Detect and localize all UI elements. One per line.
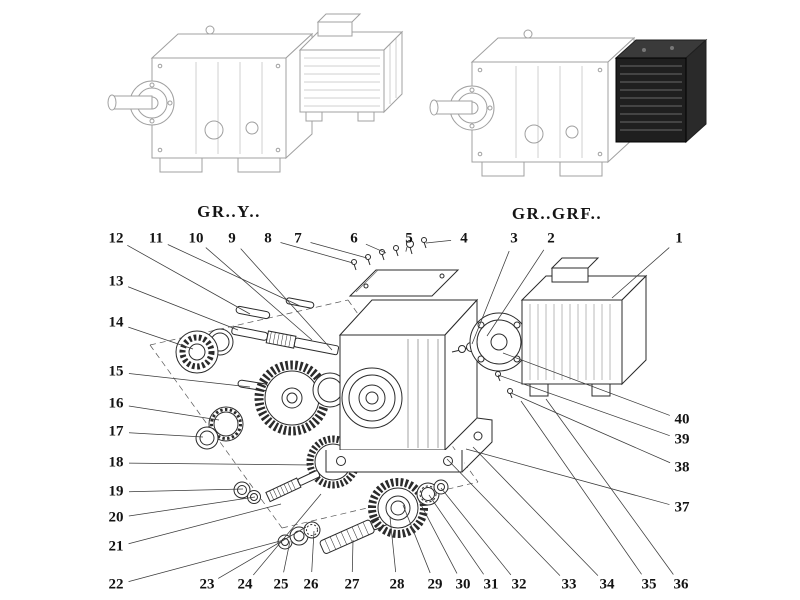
- callout-16: 16: [109, 395, 125, 411]
- intermediate-gear-parts: [195, 360, 361, 504]
- leader-line-33: [446, 458, 561, 576]
- callout-10: 10: [189, 230, 204, 246]
- callout-25: 25: [274, 576, 289, 592]
- callout-37: 37: [675, 499, 691, 515]
- callout-3: 3: [510, 230, 518, 246]
- leader-line-35: [520, 400, 642, 575]
- callout-2: 2: [547, 230, 555, 246]
- callout-28: 28: [390, 576, 405, 592]
- leader-line-16: [128, 405, 220, 421]
- callout-24: 24: [238, 576, 254, 592]
- leader-line-20: [128, 496, 256, 517]
- callout-19: 19: [109, 483, 124, 499]
- leader-line-15: [128, 373, 251, 388]
- callout-33: 33: [562, 576, 577, 592]
- callout-36: 36: [674, 576, 690, 592]
- leader-line-39: [497, 374, 670, 437]
- callout-40: 40: [675, 411, 690, 427]
- callout-21: 21: [109, 538, 124, 554]
- callout-30: 30: [456, 576, 471, 592]
- motor-assembly: [451, 257, 648, 399]
- callout-4: 4: [460, 230, 468, 246]
- leader-line-30: [416, 496, 458, 574]
- leader-line-34: [472, 446, 599, 576]
- callout-20: 20: [109, 509, 124, 525]
- callout-39: 39: [675, 431, 690, 447]
- callout-9: 9: [228, 230, 236, 246]
- callout-23: 23: [200, 576, 215, 592]
- leader-line-13: [127, 286, 239, 331]
- callout-1: 1: [675, 230, 683, 246]
- leader-line-1: [611, 247, 670, 299]
- leader-line-32: [440, 487, 512, 576]
- callout-5: 5: [405, 230, 413, 246]
- callout-12: 12: [109, 230, 124, 246]
- output-shaft-parts: [277, 478, 449, 554]
- leader-line-23: [218, 526, 307, 579]
- leader-line-5: [405, 246, 408, 252]
- dark-finned-cover: [614, 38, 708, 144]
- leader-line-11: [167, 244, 301, 307]
- callout-38: 38: [675, 459, 690, 475]
- leader-line-24: [253, 493, 322, 576]
- leader-line-37: [465, 448, 670, 505]
- leader-line-22: [128, 539, 285, 582]
- leader-line-27: [351, 539, 354, 573]
- callout-18: 18: [109, 454, 124, 470]
- leader-line-17: [128, 432, 204, 438]
- leader-line-2: [486, 249, 545, 337]
- leader-line-40: [502, 352, 670, 416]
- callout-22: 22: [109, 576, 124, 592]
- callout-35: 35: [642, 576, 657, 592]
- leader-line-29: [402, 504, 431, 574]
- callout-34: 34: [600, 576, 616, 592]
- gearbox-housing: [325, 298, 493, 473]
- callout-29: 29: [428, 576, 443, 592]
- callout-15: 15: [109, 363, 124, 379]
- cover-screws: [351, 237, 427, 271]
- leader-line-10: [205, 247, 313, 341]
- leader-line-31: [428, 494, 484, 575]
- variant-label-gr-y: GR..Y..: [197, 202, 261, 221]
- callout-32: 32: [512, 576, 527, 592]
- leader-line-18: [128, 462, 313, 466]
- leader-line-8: [280, 242, 354, 264]
- cover-plate-and-screws: [348, 237, 460, 297]
- illustration-gr-y: [107, 13, 404, 173]
- leader-line-21: [128, 503, 282, 545]
- callout-27: 27: [345, 576, 361, 592]
- leader-line-19: [128, 488, 244, 493]
- leader-line-26: [311, 530, 315, 573]
- leader-line-12: [127, 245, 251, 315]
- callout-14: 14: [109, 314, 125, 330]
- exploded-diagram: [149, 237, 648, 554]
- leader-line-25: [283, 540, 291, 573]
- callout-8: 8: [264, 230, 272, 246]
- leader-line-14: [128, 326, 194, 350]
- callout-31: 31: [484, 576, 499, 592]
- callout-6: 6: [350, 230, 358, 246]
- variant-label-gr-grf: GR..GRF..: [511, 204, 603, 223]
- leader-line-38: [510, 392, 671, 464]
- leader-line-3: [471, 250, 510, 345]
- illustration-gr-grf: [429, 29, 708, 177]
- callout-7: 7: [294, 230, 302, 246]
- callout-26: 26: [304, 576, 320, 592]
- leader-line-36: [545, 398, 674, 575]
- callout-11: 11: [149, 230, 163, 246]
- leader-line-28: [389, 516, 397, 573]
- callout-13: 13: [109, 273, 124, 289]
- leader-line-4: [425, 239, 452, 244]
- input-shaft-parts: [175, 297, 340, 392]
- callout-17: 17: [109, 423, 125, 439]
- leader-line-6: [365, 243, 387, 254]
- leader-line-7: [310, 242, 368, 259]
